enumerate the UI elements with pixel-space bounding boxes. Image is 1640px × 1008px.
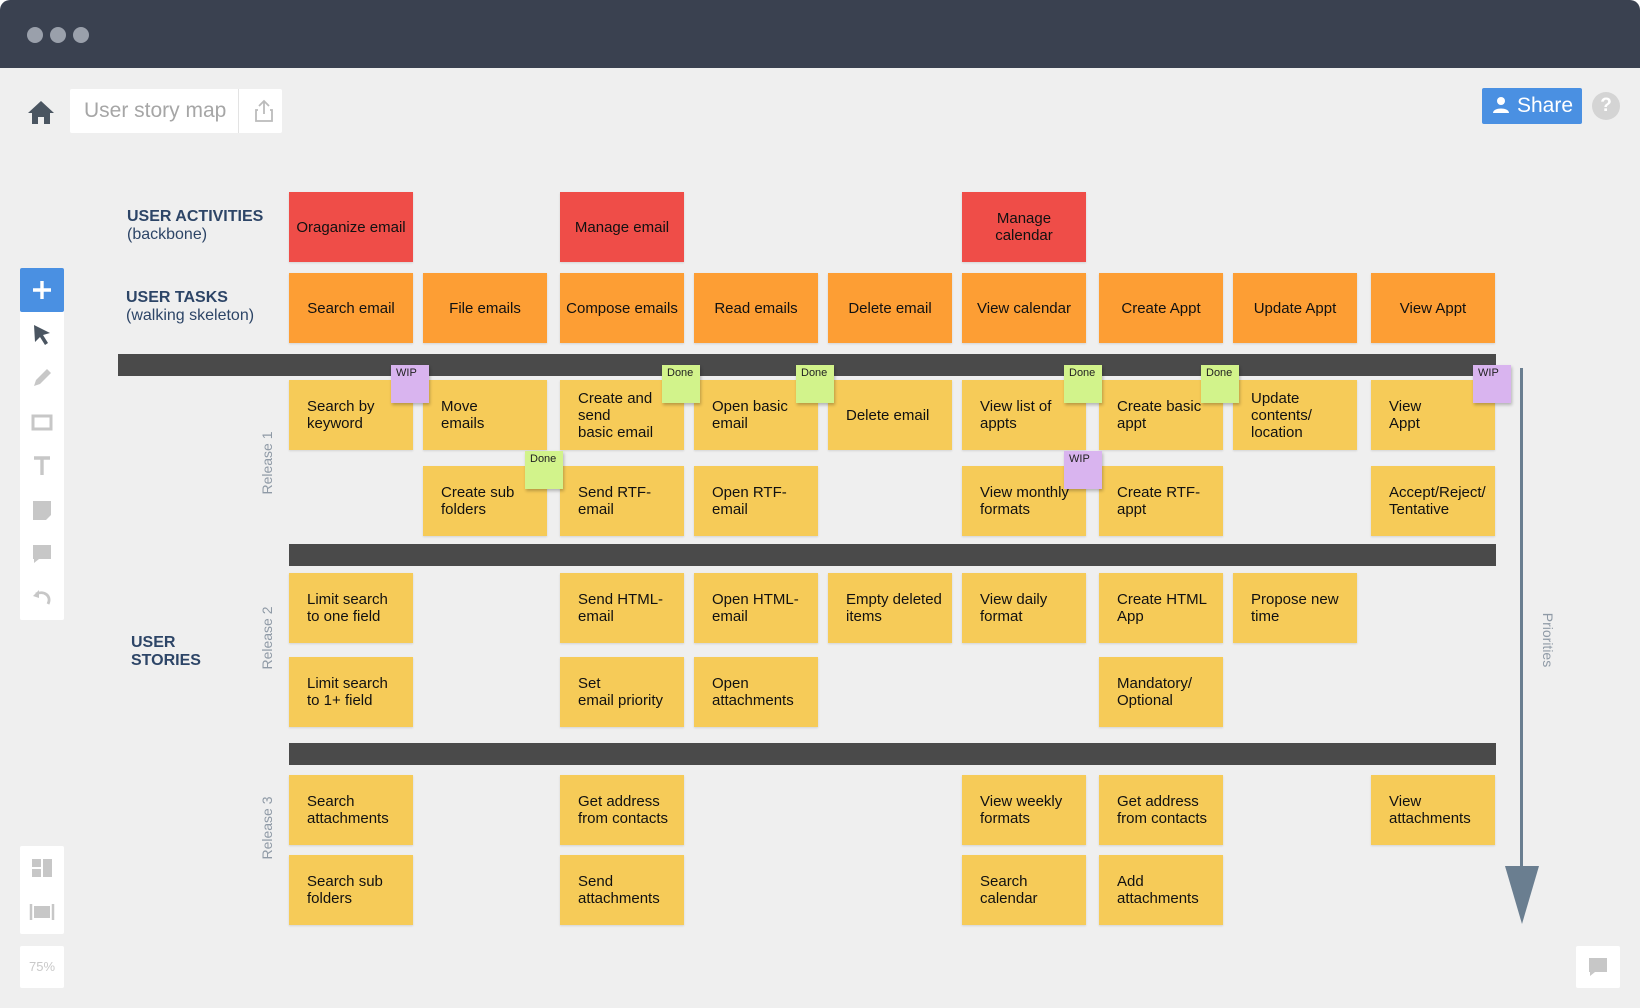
share-button[interactable]: Share: [1482, 88, 1582, 124]
story-card[interactable]: Open HTML- email: [694, 573, 818, 643]
story-card[interactable]: Send RTF- email: [560, 466, 684, 536]
story-card[interactable]: Accept/Reject/ Tentative: [1371, 466, 1495, 536]
user-icon: [1492, 96, 1510, 119]
done-tag[interactable]: Done: [1201, 365, 1239, 403]
rectangle-icon[interactable]: [20, 400, 64, 444]
story-card[interactable]: Search calendar: [962, 855, 1086, 925]
stories-title-line2: STORIES: [131, 652, 201, 669]
done-tag[interactable]: Done: [796, 365, 834, 403]
app-canvas: [0, 68, 1640, 1008]
panels-icon[interactable]: [20, 846, 64, 890]
wip-tag[interactable]: WIP: [391, 365, 429, 403]
home-icon[interactable]: [26, 98, 56, 126]
release-1-label: Release 1: [259, 431, 275, 495]
text-icon[interactable]: [20, 444, 64, 488]
task-card[interactable]: File emails: [423, 273, 547, 343]
window-minimize-button[interactable]: [50, 27, 66, 43]
window-titlebar: [0, 0, 1640, 68]
priorities-label: Priorities: [1540, 612, 1556, 668]
plus-icon[interactable]: [20, 268, 64, 312]
task-card[interactable]: Compose emails: [560, 273, 684, 343]
share-label: Share: [1517, 94, 1574, 117]
pointer-icon[interactable]: [20, 312, 64, 356]
story-card[interactable]: Search sub folders: [289, 855, 413, 925]
sticky-note-icon[interactable]: [20, 488, 64, 532]
story-card[interactable]: Create sub folders: [423, 466, 547, 536]
undo-icon[interactable]: [20, 576, 64, 620]
task-card[interactable]: View calendar: [962, 273, 1086, 343]
task-card[interactable]: Search email: [289, 273, 413, 343]
tasks-title: USER TASKS: [126, 289, 228, 306]
wip-tag[interactable]: WIP: [1064, 451, 1102, 489]
story-card[interactable]: Send HTML- email: [560, 573, 684, 643]
tasks-label: USER TASKS (walking skeleton): [126, 289, 254, 325]
activities-title: USER ACTIVITIES: [127, 208, 264, 225]
chat-button[interactable]: [1576, 946, 1620, 988]
story-card[interactable]: Propose new time: [1233, 573, 1357, 643]
task-card[interactable]: Delete email: [828, 273, 952, 343]
document-title[interactable]: User story map: [84, 99, 227, 122]
task-card[interactable]: View Appt: [1371, 273, 1495, 343]
activity-card[interactable]: Oraganize email: [289, 192, 413, 262]
story-card[interactable]: Delete email: [828, 380, 952, 450]
window-close-button[interactable]: [27, 27, 43, 43]
export-icon[interactable]: [250, 97, 278, 125]
pencil-icon[interactable]: [20, 356, 64, 400]
story-card[interactable]: Send attachments: [560, 855, 684, 925]
activities-subtitle: (backbone): [127, 226, 208, 243]
stories-label: USER STORIES: [131, 634, 201, 670]
release-divider[interactable]: [289, 544, 1496, 566]
story-card[interactable]: Get address from contacts: [560, 775, 684, 845]
task-card[interactable]: Update Appt: [1233, 273, 1357, 343]
release-3-label: Release 3: [259, 796, 275, 860]
activity-card[interactable]: Manage calendar: [962, 192, 1086, 262]
left-toolbar: [20, 268, 64, 620]
arrow-down-icon: [1505, 866, 1539, 931]
story-card[interactable]: View weekly formats: [962, 775, 1086, 845]
story-card[interactable]: Limit search to 1+ field: [289, 657, 413, 727]
story-card[interactable]: Create RTF- appt: [1099, 466, 1223, 536]
bottom-toolbar: [20, 846, 64, 934]
document-title-box[interactable]: User story map: [70, 89, 282, 133]
story-card[interactable]: Get address from contacts: [1099, 775, 1223, 845]
story-card[interactable]: View daily format: [962, 573, 1086, 643]
story-card[interactable]: Mandatory/ Optional: [1099, 657, 1223, 727]
divider: [238, 89, 239, 133]
activities-label: USER ACTIVITIES (backbone): [127, 208, 263, 244]
task-card[interactable]: Create Appt: [1099, 273, 1223, 343]
story-card[interactable]: Open RTF- email: [694, 466, 818, 536]
story-card[interactable]: View attachments: [1371, 775, 1495, 845]
task-card[interactable]: Read emails: [694, 273, 818, 343]
story-card[interactable]: Search attachments: [289, 775, 413, 845]
priorities-arrow-line: [1520, 368, 1523, 880]
story-card[interactable]: Create and send basic email: [560, 380, 684, 450]
tasks-subtitle: (walking skeleton): [126, 307, 255, 324]
story-card[interactable]: Open attachments: [694, 657, 818, 727]
done-tag[interactable]: Done: [525, 451, 563, 489]
fit-screen-icon[interactable]: [20, 890, 64, 934]
comment-icon[interactable]: [20, 532, 64, 576]
story-card[interactable]: Update contents/ location: [1233, 380, 1357, 450]
stories-title-line1: USER: [131, 634, 176, 651]
done-tag[interactable]: Done: [662, 365, 700, 403]
story-card[interactable]: Move emails: [423, 380, 547, 450]
help-button[interactable]: ?: [1592, 92, 1620, 120]
done-tag[interactable]: Done: [1064, 365, 1102, 403]
story-card[interactable]: Empty deleted items: [828, 573, 952, 643]
story-card[interactable]: Set email priority: [560, 657, 684, 727]
story-card[interactable]: Limit search to one field: [289, 573, 413, 643]
window-maximize-button[interactable]: [73, 27, 89, 43]
story-card[interactable]: Create HTML App: [1099, 573, 1223, 643]
release-divider[interactable]: [289, 743, 1496, 765]
zoom-level[interactable]: 75%: [20, 946, 64, 988]
release-2-label: Release 2: [259, 606, 275, 670]
story-card[interactable]: Add attachments: [1099, 855, 1223, 925]
wip-tag[interactable]: WIP: [1473, 365, 1511, 403]
activity-card[interactable]: Manage email: [560, 192, 684, 262]
